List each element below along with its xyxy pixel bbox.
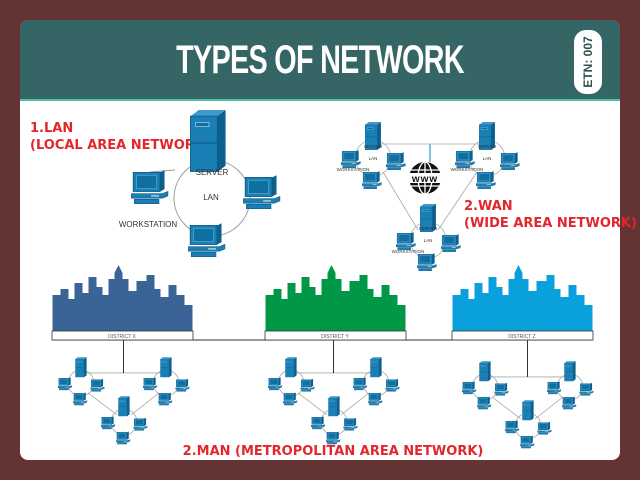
workstation-icon	[142, 377, 158, 391]
workstation-icon	[116, 431, 131, 445]
workstation-icon	[57, 377, 73, 391]
workstation-icon	[455, 150, 475, 168]
lan-workstation-label: WORKSTATION	[119, 220, 178, 229]
workstation-icon	[396, 232, 416, 250]
workstation-icon	[476, 171, 496, 189]
globe-icon: www	[407, 161, 443, 195]
wan-link	[130, 392, 160, 416]
server-icon	[564, 361, 576, 382]
header-bar: TYPES OF NETWORK ETN: 007	[20, 20, 620, 101]
lan-ring-label: LAN	[203, 193, 219, 202]
server-label: SERVER	[364, 144, 383, 149]
lan-server-label: SERVER	[196, 168, 229, 177]
infographic-card: TYPES OF NETWORK ETN: 007	[20, 20, 620, 460]
workstation-icon	[310, 416, 326, 430]
globe-text: www	[411, 174, 438, 185]
district-1: DISTRICT X	[51, 265, 194, 445]
workstation-icon	[417, 253, 437, 271]
workstation-icon	[352, 377, 368, 391]
workstation-icon	[283, 392, 298, 406]
workstation-icon	[267, 377, 283, 391]
workstation-icon	[562, 396, 577, 410]
wan-link	[340, 392, 370, 416]
workstation-icon	[341, 150, 361, 168]
server-icon	[370, 357, 382, 378]
workstation-icon	[326, 431, 341, 445]
wan-link	[491, 396, 522, 420]
workstation-icon	[73, 392, 88, 406]
workstation-icon	[362, 171, 382, 189]
workstation-icon	[520, 435, 535, 449]
district-bar	[51, 330, 194, 341]
workstation-icon	[546, 381, 562, 395]
district-label: DISTRICT Y	[321, 334, 349, 340]
district-2: DISTRICT Y	[264, 265, 407, 445]
server-icon	[285, 357, 297, 378]
district-bar	[451, 330, 594, 341]
man-heading: 2.MAN (METROPOLITAN AREA NETWORK)	[183, 444, 484, 459]
server-icon	[190, 110, 226, 172]
workstation-label: WORKSTATION	[451, 167, 484, 172]
server-icon	[479, 361, 491, 382]
etn-badge: ETN: 007	[574, 30, 602, 94]
workstation-icon	[477, 396, 492, 410]
workstation-icon	[131, 170, 169, 204]
lan-link	[149, 169, 176, 173]
page-title: TYPES OF NETWORK	[176, 38, 464, 82]
server-label: SERVER	[478, 144, 497, 149]
district-3: DISTRICT Z	[451, 265, 594, 449]
server-icon	[118, 396, 130, 417]
server-icon	[160, 357, 172, 378]
wan-link	[437, 171, 478, 231]
wan-link	[297, 392, 328, 416]
workstation-label: WORKSTATION	[337, 167, 370, 172]
workstation-icon	[368, 392, 383, 406]
workstation-icon	[243, 175, 281, 209]
server-icon	[75, 357, 87, 378]
wan-link	[87, 392, 118, 416]
workstation-label: WORKSTATION	[392, 249, 425, 254]
ring-label: LAN	[483, 156, 492, 161]
wan-subheading: (WIDE AREA NETWORK)	[464, 216, 637, 231]
workstation-icon	[461, 381, 477, 395]
ring-label: LAN	[424, 238, 433, 243]
server-icon	[328, 396, 340, 417]
district-bar	[264, 330, 407, 341]
workstation-icon	[158, 392, 173, 406]
skyline-icon	[452, 265, 593, 331]
server-icon	[522, 400, 534, 421]
workstation-icon	[100, 416, 116, 430]
district-label: DISTRICT Z	[508, 334, 535, 340]
ring-label: LAN	[369, 156, 378, 161]
wan-heading: 2.WAN	[464, 199, 513, 214]
lan-subheading: (LOCAL AREA NETWORK)	[30, 138, 211, 153]
skyline-icon	[52, 265, 193, 331]
district-label: DISTRICT X	[108, 334, 136, 340]
wan-link	[382, 171, 419, 231]
workstation-icon	[188, 223, 226, 257]
skyline-icon	[265, 265, 406, 331]
lan-heading: 1.LAN	[30, 121, 73, 136]
wan-link	[534, 396, 564, 420]
server-label: SERVER	[419, 226, 438, 231]
workstation-icon	[504, 420, 520, 434]
